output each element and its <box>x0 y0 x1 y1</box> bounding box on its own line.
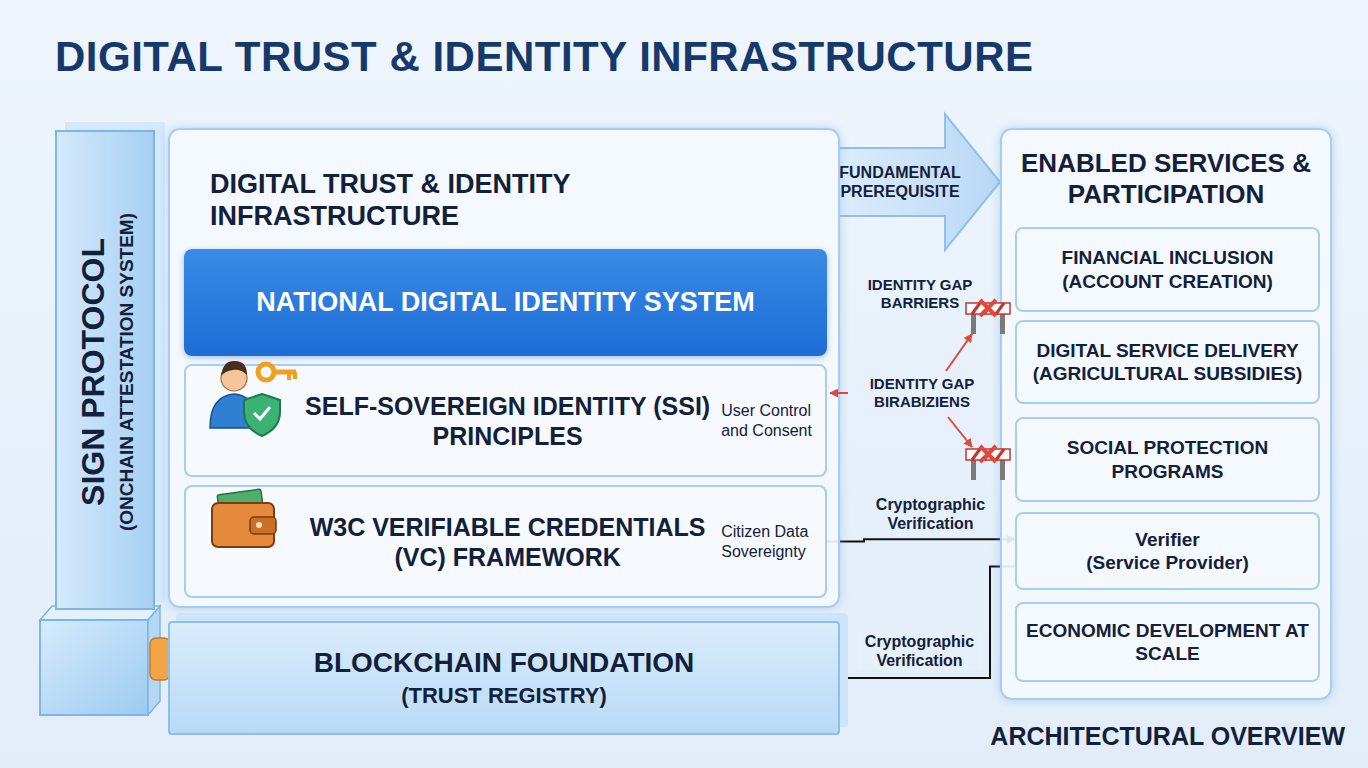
wallet-icon-part <box>212 503 274 547</box>
node-heading: SIGN PROTOCOL <box>76 238 111 506</box>
barrier-icon-part <box>971 458 976 480</box>
node-subtext: (Service Provider) <box>1086 551 1249 574</box>
barrier-icon-part <box>980 300 996 316</box>
node-subtext: (ONCHAIN ATTESTATION SYSTEM) <box>116 213 138 531</box>
node-heading: FINANCIAL INCLUSION <box>1062 246 1274 269</box>
node-heading: SOCIAL PROTECTION PROGRAMS <box>1025 436 1310 482</box>
red-leader-arrows-part <box>948 417 972 447</box>
person-key-shield-icon <box>210 361 296 436</box>
node-heading: ECONOMIC DEVELOPMENT AT SCALE <box>1025 619 1310 665</box>
service-box: SOCIAL PROTECTION PROGRAMS <box>1015 417 1320 502</box>
barrier-icon-part <box>972 449 1004 460</box>
pillar-base-cube <box>40 606 170 715</box>
service-box: DIGITAL SERVICE DELIVERY(AGRICULTURAL SU… <box>1015 320 1320 404</box>
barrier-icon <box>966 300 1010 334</box>
node-subtext: User Control and Consent <box>721 401 825 441</box>
barrier-icon-part <box>972 303 1004 314</box>
node-heading: NATIONAL DIGITAL IDENTITY SYSTEM <box>256 287 755 318</box>
wallet-icon-part <box>256 522 262 528</box>
node-heading: W3C VERIFIABLE CREDENTIALS (VC) FRAMEWOR… <box>298 512 717 572</box>
service-box: FINANCIAL INCLUSION(ACCOUNT CREATION) <box>1015 227 1320 312</box>
diagram-title: DIGITAL TRUST & IDENTITY INFRASTRUCTURE <box>55 33 1034 81</box>
wallet-icon-part <box>250 517 276 534</box>
node-subtext: (TRUST REGISTRY) <box>401 683 607 709</box>
barrier-icon-part <box>980 446 996 462</box>
barrier-label: IDENTITY GAP BIRABIZIENS <box>852 375 992 411</box>
barrier-icon-part <box>966 303 1010 314</box>
block-arrow <box>839 114 1000 250</box>
person-key-shield-icon-part <box>254 407 270 419</box>
edge-label: FUNDAMENTAL PREREQUISITE <box>834 163 966 201</box>
foundation-band: BLOCKCHAIN FOUNDATION (TRUST REGISTRY) <box>168 621 840 735</box>
connector-line <box>840 567 1015 678</box>
person-key-shield-icon-part <box>221 365 247 391</box>
cube-front <box>40 620 148 715</box>
red-leader-arrows <box>830 334 972 447</box>
barrier-icon <box>966 446 1010 480</box>
container-panel: ENABLED SERVICES & PARTICIPATION FINANCIA… <box>1000 128 1332 700</box>
service-box: ECONOMIC DEVELOPMENT AT SCALE <box>1015 602 1320 682</box>
layer-box: W3C VERIFIABLE CREDENTIALS (VC) FRAMEWOR… <box>184 485 827 598</box>
barrier-icon-part <box>1000 312 1005 334</box>
container-panel: DIGITAL TRUST & IDENTITY INFRASTRUCTURE N… <box>168 128 840 608</box>
pillar-band: SIGN PROTOCOL(ONCHAIN ATTESTATION SYSTEM… <box>55 130 155 610</box>
node-heading: SELF-SOVEREIGN IDENTITY (SSI) PRINCIPLES <box>298 391 717 451</box>
wallet-icon-part <box>217 489 263 511</box>
node-heading: ENABLED SERVICES & PARTICIPATION <box>1002 148 1330 210</box>
node-heading: BLOCKCHAIN FOUNDATION <box>314 647 695 679</box>
person-key-shield-icon-part <box>210 394 258 428</box>
node-heading: Verifier <box>1135 528 1199 551</box>
edge-label: Cryptographic Verification <box>857 632 982 670</box>
system-box: NATIONAL DIGITAL IDENTITY SYSTEM <box>184 249 827 356</box>
connector-line <box>827 539 1015 541</box>
node-subtext: (AGRICULTURAL SUBSIDIES) <box>1033 362 1303 385</box>
footer-label: ARCHITECTURAL OVERVIEW <box>945 721 1345 751</box>
wallet-icon <box>212 489 276 547</box>
edge-label: Cryptographic Verification <box>868 495 993 533</box>
node-heading: DIGITAL TRUST & IDENTITY INFRASTRUCTURE <box>210 168 810 233</box>
person-key-shield-icon-part <box>287 372 291 380</box>
red-leader-arrows-part <box>946 334 972 371</box>
node-subtext: Citizen Data Sovereignty <box>721 522 825 562</box>
person-key-shield-icon-part <box>244 394 280 436</box>
person-key-shield-icon-part <box>274 370 296 375</box>
node-subtext: (ACCOUNT CREATION) <box>1062 270 1273 293</box>
barrier-icon-part <box>1000 458 1005 480</box>
barrier-icon-part <box>966 449 1010 460</box>
rotated-text-holder: SIGN PROTOCOL(ONCHAIN ATTESTATION SYSTEM… <box>57 132 157 612</box>
person-key-shield-icon-part <box>221 361 247 376</box>
barrier-label: IDENTITY GAP BARRIERS <box>852 276 988 312</box>
person-key-shield-icon-part <box>258 364 274 380</box>
verifier-box: Verifier(Service Provider) <box>1015 512 1320 590</box>
barrier-icon-part <box>971 312 976 334</box>
node-heading: DIGITAL SERVICE DELIVERY <box>1036 339 1298 362</box>
layer-box: SELF-SOVEREIGN IDENTITY (SSI) PRINCIPLES… <box>184 364 827 477</box>
cube-side <box>148 606 160 715</box>
red-leader-arrows-part <box>830 392 848 394</box>
connector-nub <box>150 638 170 680</box>
person-key-shield-icon-part <box>293 372 297 379</box>
